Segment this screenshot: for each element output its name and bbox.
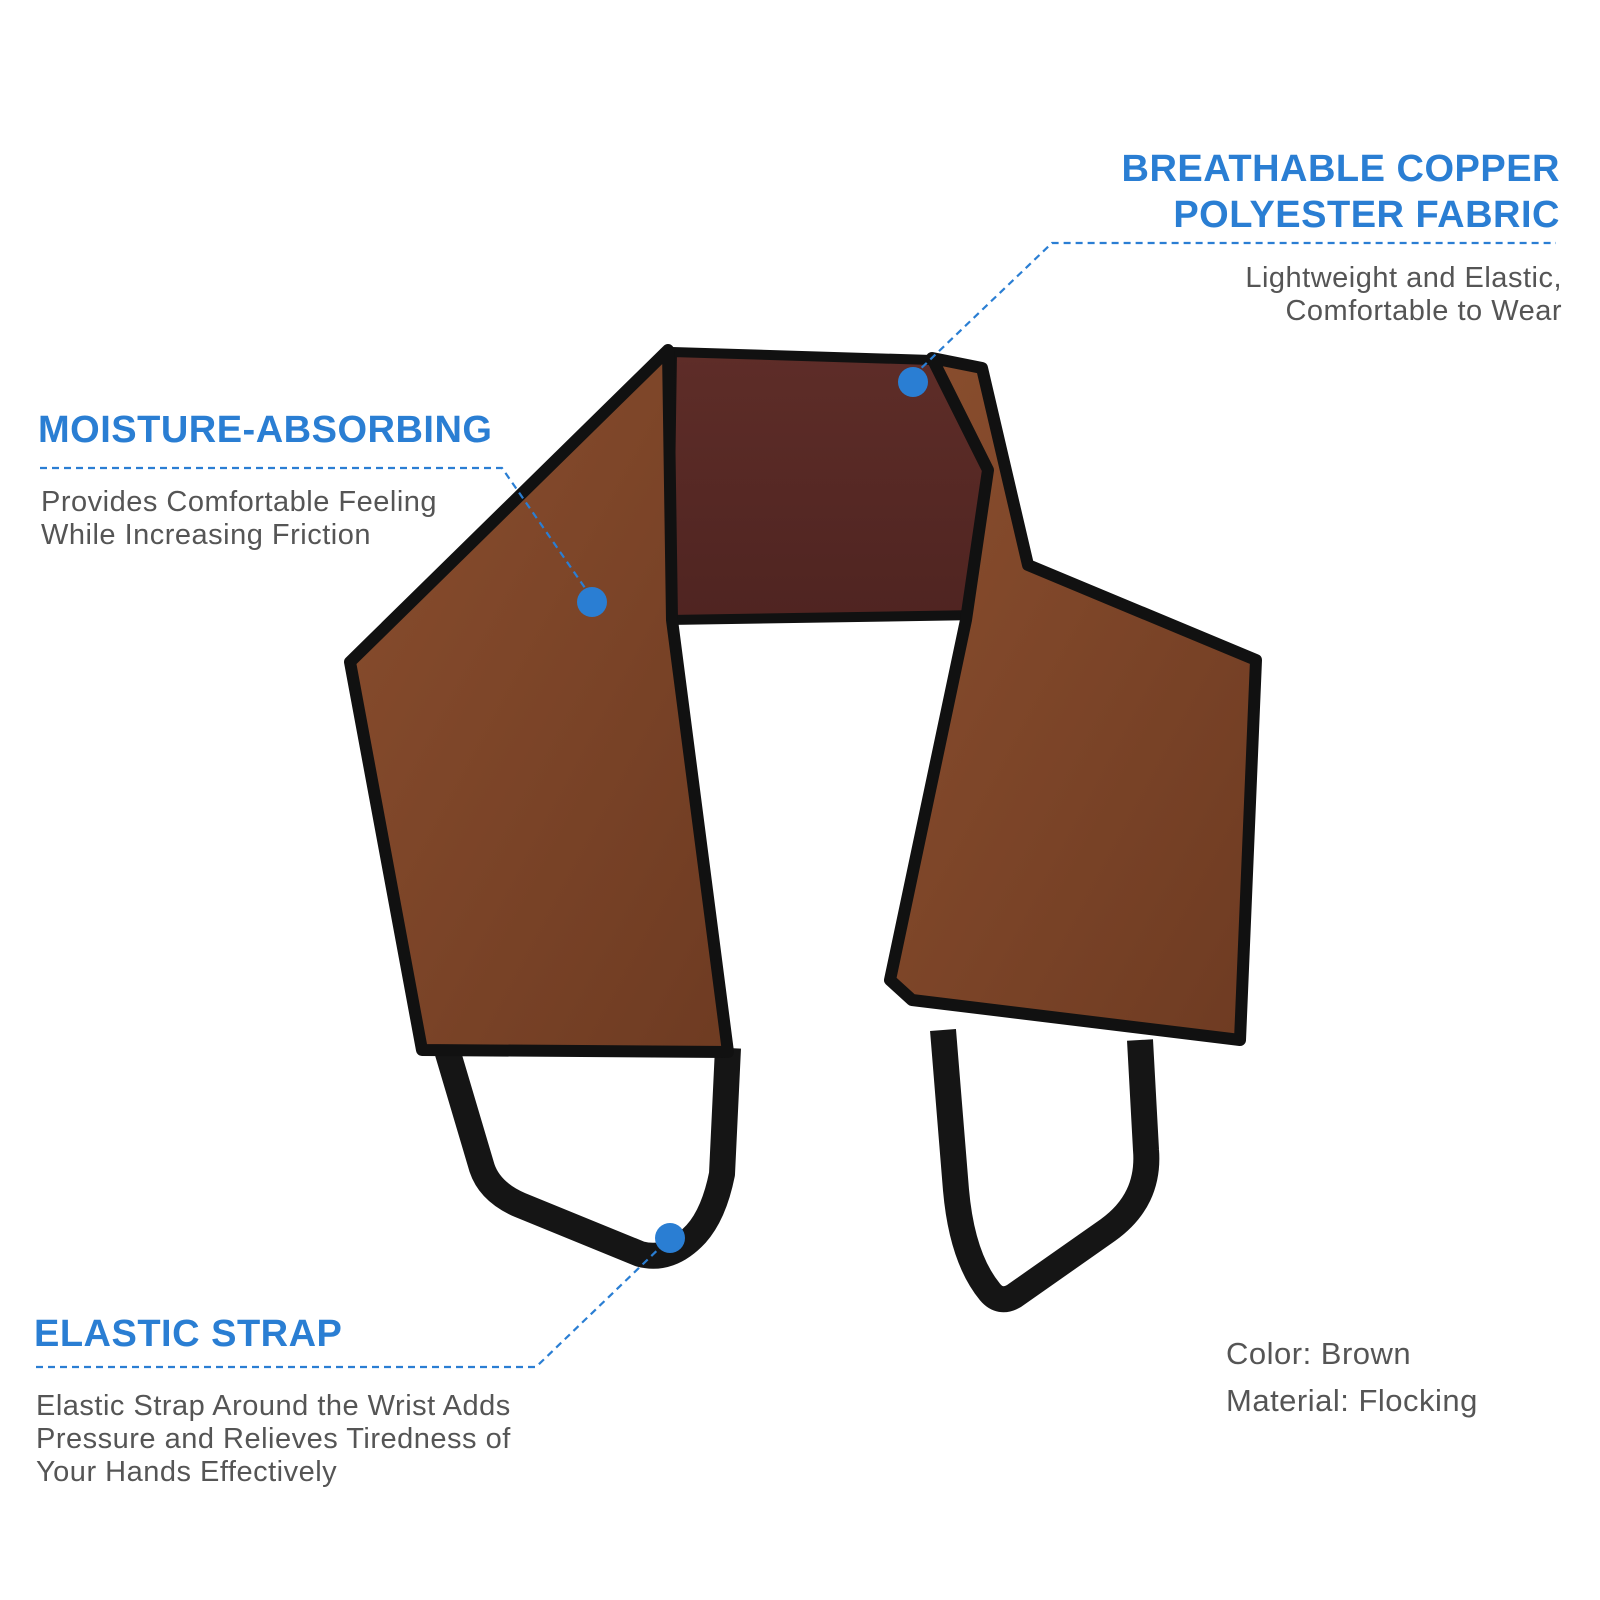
spec-material: Material: Flocking [1226,1383,1478,1418]
moisture-desc-line2: While Increasing Friction [41,519,371,551]
strap-title: ELASTIC STRAP [34,1313,343,1355]
fabric-title-line1: BREATHABLE COPPER [1121,148,1560,190]
moisture-leader-line [40,466,593,599]
moisture-marker-dot [577,587,607,617]
strap-leader-line [36,1237,671,1369]
moisture-desc-line1: Provides Comfortable Feeling [41,486,438,518]
strap-desc-line3: Your Hands Effectively [36,1456,338,1488]
left-fabric-panel [344,344,734,1058]
fabric-title-line2: POLYESTER FABRIC [1173,194,1560,236]
fabric-marker-dot [898,367,928,397]
fabric-desc-line2: Comfortable to Wear [1285,295,1562,327]
left-strap [434,1046,741,1269]
right-fabric-panel [884,352,1262,1046]
fabric-desc-line1: Lightweight and Elastic, [1245,262,1562,294]
strap-desc-line1: Elastic Strap Around the Wrist Adds [36,1390,511,1422]
right-strap [930,1028,1160,1313]
moisture-title: MOISTURE-ABSORBING [38,409,493,451]
spec-color: Color: Brown [1226,1336,1412,1371]
strap-marker-dot [655,1223,685,1253]
fabric-leader-line [912,241,1556,377]
strap-desc-line2: Pressure and Relieves Tiredness of [36,1423,511,1455]
